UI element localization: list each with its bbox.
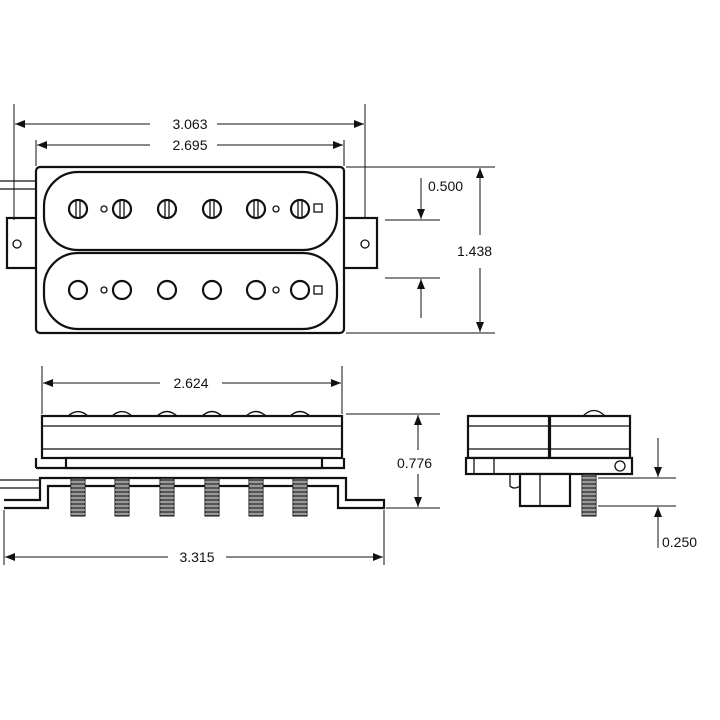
screw-pole bbox=[289, 198, 311, 220]
slug-pole-row bbox=[67, 279, 311, 301]
side-coil-left bbox=[466, 414, 551, 460]
screw-pole-row bbox=[67, 198, 311, 220]
mounting-bracket bbox=[4, 476, 386, 510]
slug-pole bbox=[289, 279, 311, 301]
small-hole bbox=[272, 286, 280, 294]
side-coil-right bbox=[548, 414, 632, 460]
adjust-screw-row bbox=[70, 477, 308, 517]
slug-pole bbox=[67, 279, 89, 301]
dim-label-pole-offset: 0.500 bbox=[428, 178, 463, 194]
side-screw-threads bbox=[582, 477, 596, 515]
screw-pole bbox=[245, 198, 267, 220]
mounting-hole-right bbox=[360, 239, 370, 249]
spacer bbox=[64, 456, 324, 470]
screw-pole bbox=[156, 198, 178, 220]
side-bracket bbox=[518, 472, 572, 508]
side-base-plate bbox=[464, 456, 634, 476]
slug-pole bbox=[111, 279, 133, 301]
dim-label-mount-width: 3.315 bbox=[179, 549, 214, 565]
side-mount-hole bbox=[614, 460, 626, 472]
mounting-hole-left bbox=[12, 239, 22, 249]
dim-label-base-width: 2.624 bbox=[173, 375, 208, 391]
slug-pole bbox=[201, 279, 223, 301]
coil-body bbox=[40, 414, 344, 460]
small-square-hole bbox=[313, 285, 323, 295]
screw-pole bbox=[111, 198, 133, 220]
bobbin-slug-coil bbox=[42, 251, 339, 331]
wire-lug bbox=[509, 474, 521, 489]
dim-label-screw-length: 0.250 bbox=[662, 534, 697, 550]
dim-label-cover-width: 2.695 bbox=[172, 137, 207, 153]
small-hole bbox=[100, 286, 108, 294]
small-hole bbox=[100, 205, 108, 213]
front-view: 2.624 0.776 3.315 bbox=[0, 366, 440, 565]
screw-pole bbox=[201, 198, 223, 220]
side-view: 0.250 bbox=[464, 409, 697, 550]
dim-label-overall-width: 3.063 bbox=[172, 116, 207, 132]
small-square-hole bbox=[313, 203, 323, 213]
dim-label-overall-height: 1.438 bbox=[457, 243, 492, 259]
bobbin-screw-coil bbox=[42, 170, 339, 252]
mounting-ear-left bbox=[5, 216, 39, 270]
top-view: 3.063 2.695 0.500 1.438 bbox=[0, 104, 495, 335]
slug-pole bbox=[156, 279, 178, 301]
small-hole bbox=[272, 205, 280, 213]
slug-pole bbox=[245, 279, 267, 301]
dim-label-body-height: 0.776 bbox=[397, 455, 432, 471]
mounting-ear-right bbox=[341, 216, 379, 270]
screw-pole bbox=[67, 198, 89, 220]
